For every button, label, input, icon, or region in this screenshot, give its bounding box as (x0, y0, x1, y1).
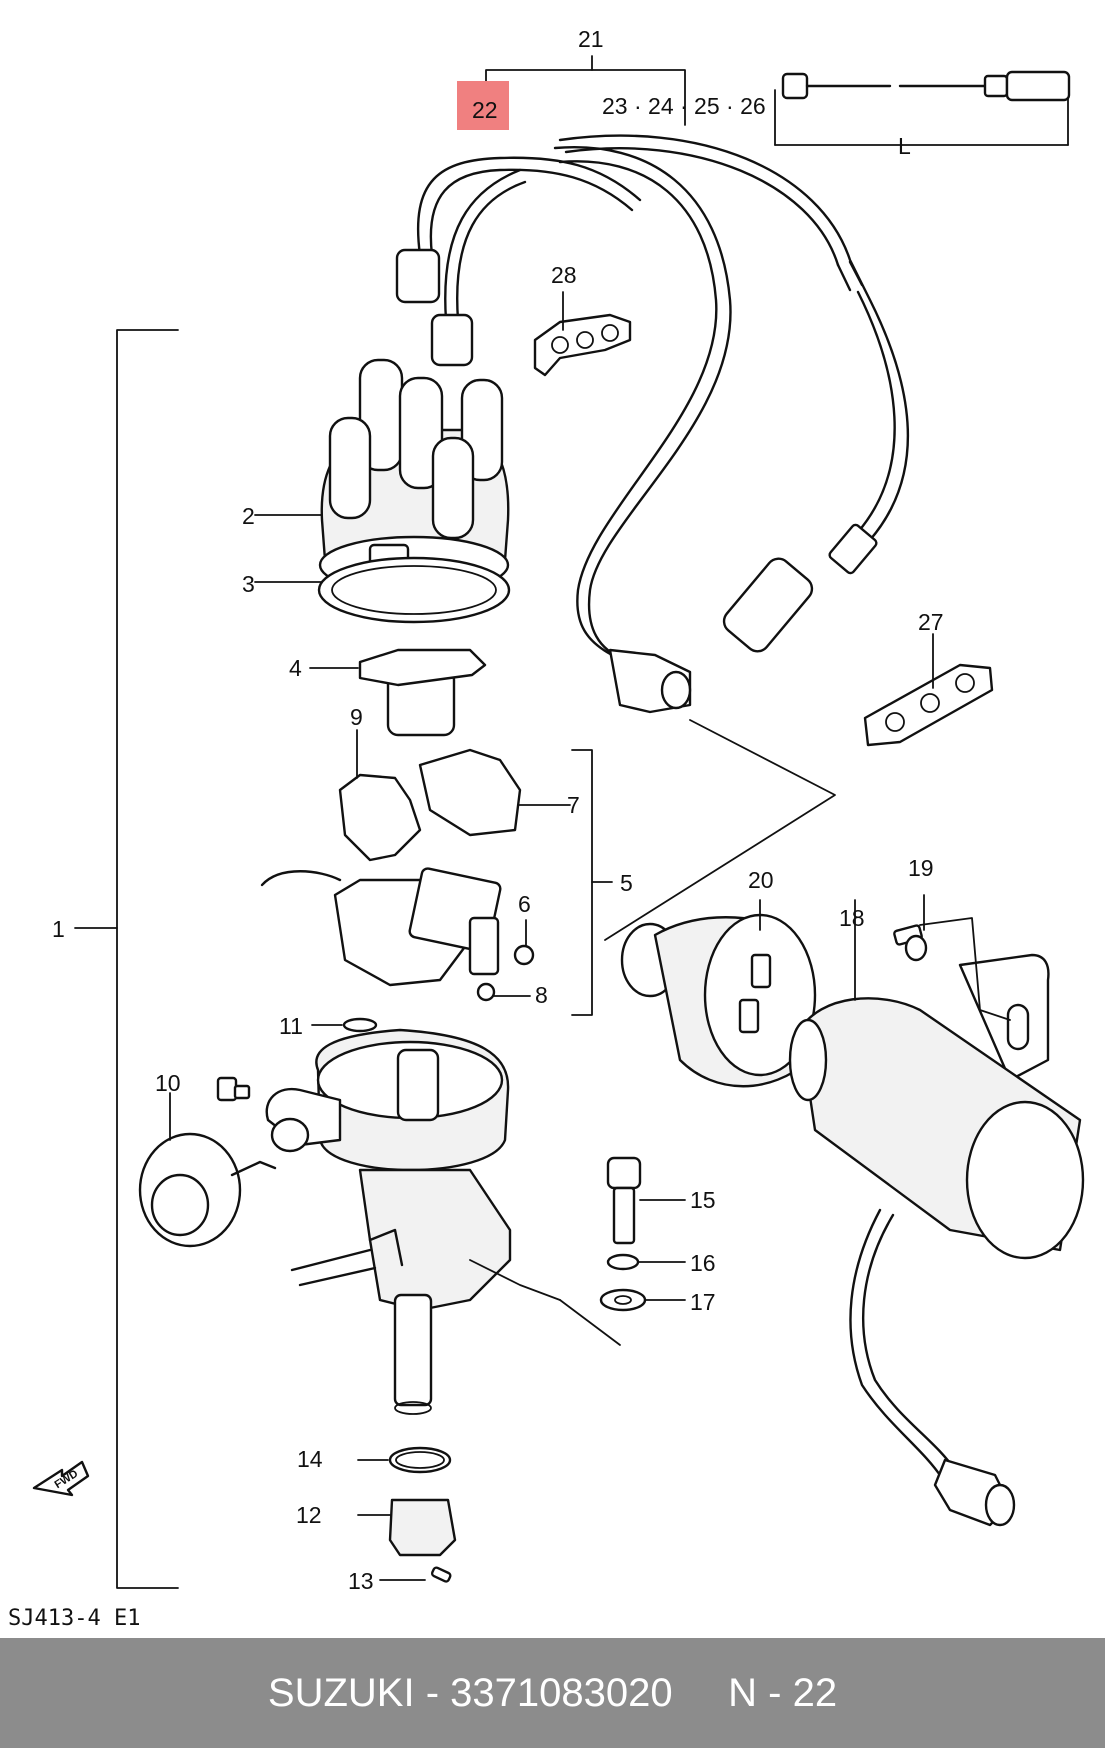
ignition-lead-set (395, 55, 1071, 714)
callout-5: 5 (620, 870, 633, 896)
callout-12: 12 (296, 1502, 322, 1528)
callout-22: 22 (472, 97, 498, 123)
lead-clamp-27 (863, 633, 994, 747)
callout-1: 1 (52, 916, 65, 942)
signal-generator (260, 729, 613, 1016)
diagram-code: SJ413-4 E1 (8, 1606, 140, 1631)
callout-19: 19 (908, 855, 934, 881)
callout-22-highlight (457, 81, 509, 130)
ignition-coil-18 (788, 894, 1085, 1527)
callout-3: 3 (242, 571, 255, 597)
callout-13: 13 (348, 1568, 374, 1594)
callout-2: 2 (242, 503, 255, 529)
distributor-housing (265, 1017, 561, 1415)
callout-18: 18 (839, 905, 865, 931)
callout-7: 7 (567, 792, 580, 818)
callout-15: 15 (690, 1187, 716, 1213)
rotor (309, 648, 487, 737)
callout-10: 10 (155, 1070, 181, 1096)
callout-11: 11 (279, 1013, 303, 1039)
callout-20: 20 (748, 867, 774, 893)
dimension-l-label: L (898, 133, 911, 159)
distributor-cap (254, 358, 510, 595)
mounting-hardware (559, 1156, 686, 1346)
callout-28: 28 (551, 262, 577, 288)
cap-gasket (254, 556, 511, 624)
lead-length-detail (774, 70, 1071, 146)
callout-14: 14 (297, 1446, 323, 1472)
drive-components (357, 1446, 457, 1583)
lead-clamp-28 (533, 291, 632, 377)
parts-diagram: FWD 1 2 3 4 5 6 7 8 9 10 11 12 13 14 15 … (8, 26, 1085, 1631)
callout-23-26: 23 · 24 · 25 · 26 (602, 93, 766, 119)
callout-8: 8 (535, 982, 548, 1008)
callout-27: 27 (918, 609, 944, 635)
callout-9: 9 (350, 704, 363, 730)
part-number-footer: SUZUKI - 3371083020 N - 22 (0, 1638, 1105, 1748)
vacuum-advancer (138, 1076, 277, 1248)
callout-17: 17 (690, 1289, 716, 1315)
footer-part-text: SUZUKI - 3371083020 N - 22 (267, 1670, 838, 1715)
forward-arrow: FWD (32, 1460, 90, 1497)
callout-6: 6 (518, 891, 531, 917)
callout-4: 4 (289, 655, 302, 681)
callout-16: 16 (690, 1250, 716, 1276)
assembly-bracket-1 (116, 329, 179, 1589)
callout-21: 21 (578, 26, 604, 52)
